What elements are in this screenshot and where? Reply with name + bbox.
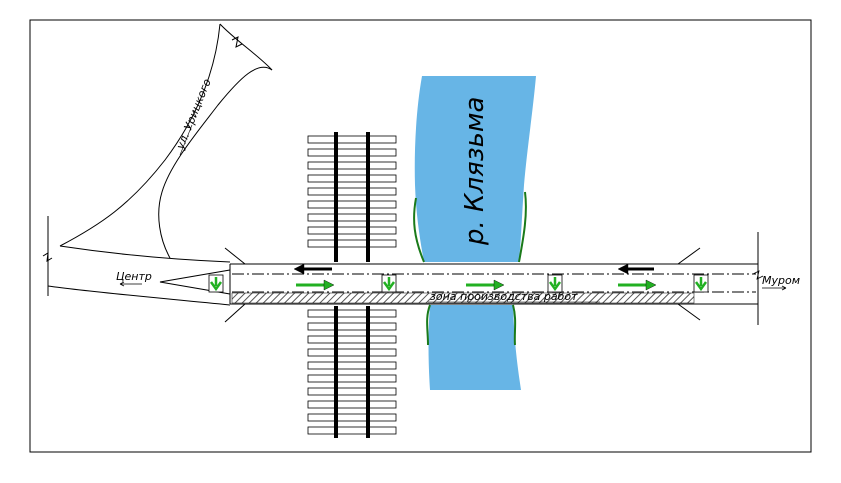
arrow-left-black-head bbox=[617, 263, 629, 275]
arrow-right-green-head bbox=[323, 279, 335, 291]
road-end-break bbox=[752, 270, 764, 280]
sleeper bbox=[307, 426, 397, 435]
direction-arrows bbox=[293, 263, 657, 291]
sign-2 bbox=[381, 274, 397, 293]
sign-4 bbox=[693, 274, 709, 293]
river-upper bbox=[414, 76, 536, 262]
sleeper bbox=[307, 387, 397, 396]
bank-left-lower bbox=[426, 304, 431, 346]
bank-right-lower bbox=[512, 304, 517, 346]
bank-right-upper bbox=[518, 191, 527, 263]
sleeper bbox=[307, 400, 397, 409]
sign-group bbox=[208, 274, 709, 293]
bank-left-upper bbox=[413, 197, 425, 263]
down-arrow-sign-icon bbox=[548, 277, 562, 292]
sleeper bbox=[307, 413, 397, 422]
down-arrow-sign-icon bbox=[209, 277, 223, 292]
sleeper bbox=[307, 213, 397, 222]
center-arrow-icon bbox=[119, 281, 142, 287]
river bbox=[413, 76, 536, 390]
street-label-underline bbox=[179, 124, 193, 156]
murom-label: Муром bbox=[762, 274, 800, 287]
sleeper bbox=[307, 148, 397, 157]
railway bbox=[307, 132, 397, 438]
sleeper bbox=[307, 335, 397, 344]
street-branch bbox=[42, 23, 273, 306]
sign-1 bbox=[208, 274, 224, 293]
arrow-left-black-head bbox=[293, 263, 305, 275]
sleeper bbox=[307, 309, 397, 318]
sleeper bbox=[307, 226, 397, 235]
sleeper bbox=[307, 135, 397, 144]
down-arrow-sign-icon bbox=[694, 277, 708, 292]
drawing-frame bbox=[29, 19, 812, 453]
sleeper bbox=[307, 374, 397, 383]
river-label: р. Клязьма bbox=[460, 97, 490, 246]
sleeper bbox=[307, 239, 397, 248]
arrow-right-green-head bbox=[493, 279, 505, 291]
sleeper bbox=[307, 187, 397, 196]
sign-3 bbox=[547, 274, 563, 293]
work-zone-hatch bbox=[231, 292, 695, 304]
center-label: Центр bbox=[116, 270, 152, 283]
river-lower bbox=[428, 305, 521, 390]
sleeper bbox=[307, 361, 397, 370]
sleeper bbox=[307, 322, 397, 331]
sleeper bbox=[307, 161, 397, 170]
main-road bbox=[159, 232, 759, 325]
sleeper bbox=[307, 348, 397, 357]
street-label: ул. Урицкого bbox=[173, 77, 214, 152]
sleeper bbox=[307, 200, 397, 209]
arrow-right-green-head bbox=[645, 279, 657, 291]
down-arrow-sign-icon bbox=[382, 277, 396, 292]
sleeper bbox=[307, 174, 397, 183]
murom-arrow-icon bbox=[762, 285, 787, 291]
work-zone-label: зона производства работ bbox=[430, 290, 578, 303]
